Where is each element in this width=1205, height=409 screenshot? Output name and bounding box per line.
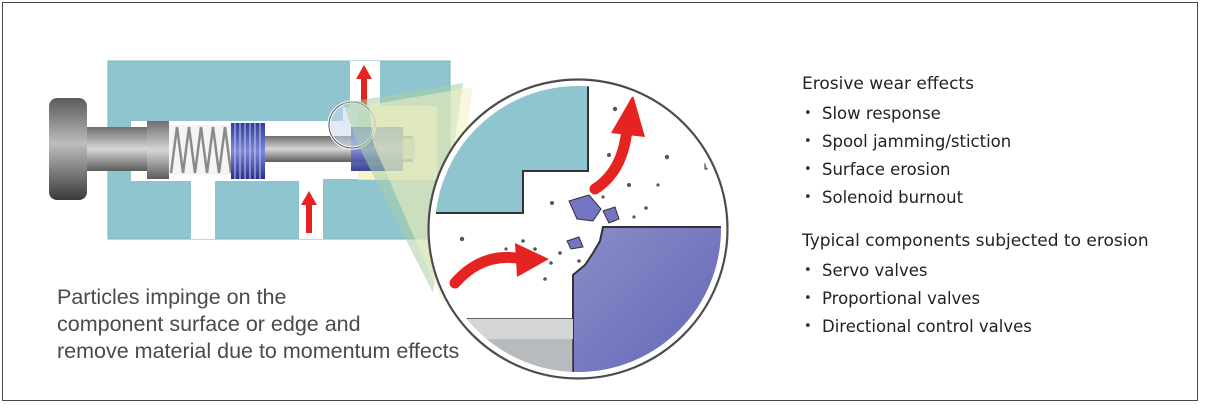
section-title: Erosive wear effects <box>802 74 974 94</box>
list-item: Directional control valves <box>802 313 1192 341</box>
list-item: Solenoid burnout <box>802 184 1192 212</box>
info-panel: Erosive wear effects Slow response Spool… <box>802 73 1192 341</box>
spring-icon <box>169 125 233 175</box>
magnified-view <box>427 78 729 380</box>
caption-line: Particles impinge on the <box>57 285 287 309</box>
list-item: Slow response <box>802 100 1192 128</box>
erosive-wear-section: Erosive wear effects Slow response Spool… <box>802 73 1192 212</box>
components-list: Servo valves Proportional valves Directi… <box>802 257 1192 341</box>
caption-line: component surface or edge and <box>57 312 361 336</box>
effects-list: Slow response Spool jamming/stiction Sur… <box>802 100 1192 212</box>
spool-land <box>231 123 265 179</box>
components-section: Typical components subjected to erosion … <box>802 230 1192 341</box>
diagram-caption: Particles impinge on the component surfa… <box>57 284 527 365</box>
list-item: Servo valves <box>802 257 1192 285</box>
flow-arrow-icon <box>449 251 529 289</box>
flow-arrow-icon <box>356 65 372 105</box>
list-item: Proportional valves <box>802 285 1192 313</box>
flow-arrow-icon <box>589 123 633 195</box>
adjuster-knob <box>49 98 169 200</box>
caption-line: remove material due to momentum effects <box>57 339 460 363</box>
flow-arrow-icon <box>301 191 317 233</box>
list-item: Surface erosion <box>802 156 1192 184</box>
list-item: Spool jamming/stiction <box>802 128 1192 156</box>
valve-erosion-diagram <box>49 60 729 380</box>
section-title: Typical components subjected to erosion <box>802 231 1149 251</box>
figure-frame: Particles impinge on the component surfa… <box>2 2 1198 401</box>
